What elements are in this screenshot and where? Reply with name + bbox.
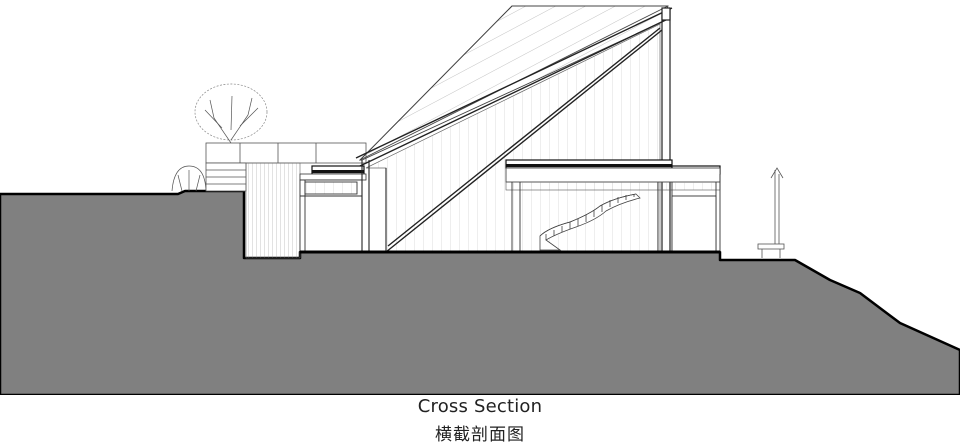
cross-section-drawing bbox=[0, 5, 960, 395]
tree-drawing bbox=[194, 83, 268, 162]
ridge-column bbox=[661, 7, 671, 252]
left-roof-slab bbox=[299, 165, 367, 181]
right-roof-slab bbox=[505, 159, 721, 191]
caption-title-zh: 横截剖面图 bbox=[435, 425, 525, 445]
lamp-post bbox=[770, 167, 784, 248]
left-room bbox=[299, 179, 363, 253]
spiral-stair bbox=[539, 193, 641, 251]
garden-wall bbox=[205, 142, 367, 192]
shrub-drawing bbox=[171, 165, 207, 192]
right-room bbox=[511, 174, 721, 253]
roof-beam bbox=[355, 7, 673, 253]
bench bbox=[757, 243, 785, 258]
retaining-wall bbox=[245, 162, 301, 259]
caption-title-en: Cross Section bbox=[417, 396, 543, 417]
interior-column bbox=[361, 160, 387, 252]
